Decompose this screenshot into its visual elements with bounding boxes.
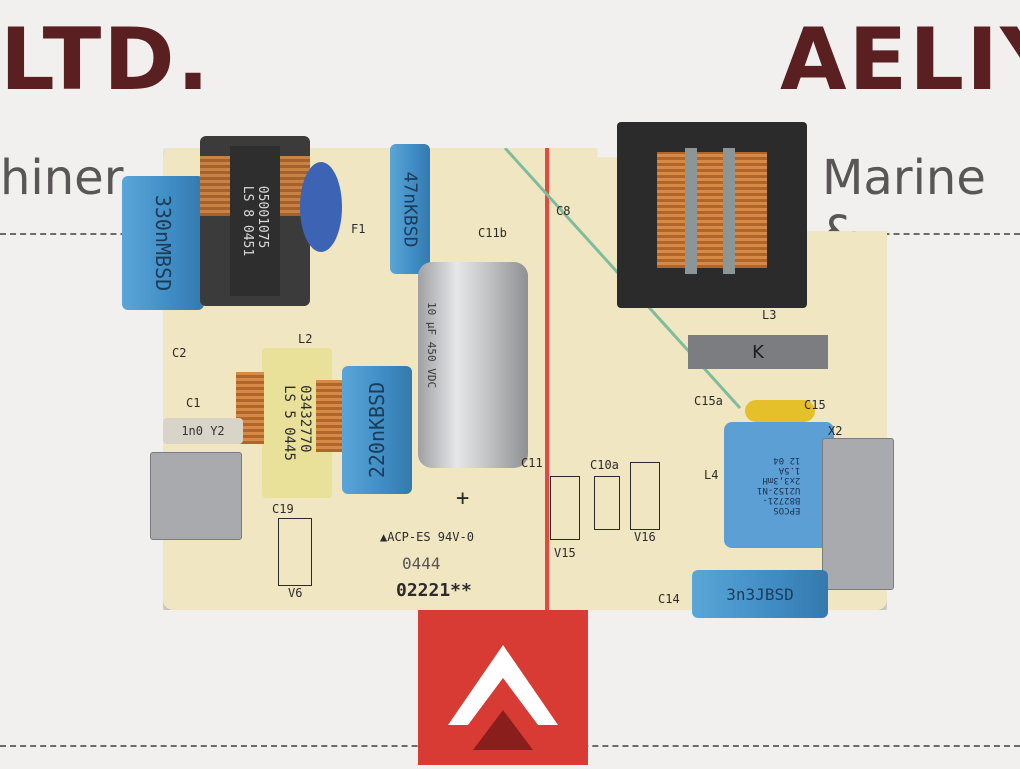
silk-c15a: C15a bbox=[694, 394, 723, 408]
silk-c2: C2 bbox=[172, 346, 187, 360]
red-divider-line bbox=[545, 148, 549, 610]
silk-c8: C8 bbox=[556, 204, 571, 218]
choke-mid-label: 03432770 LS 5 0445 bbox=[281, 385, 314, 461]
silk-c10a: C10a bbox=[590, 458, 619, 472]
footprint-v15 bbox=[550, 476, 580, 540]
silk-v16: V16 bbox=[634, 530, 656, 544]
terminal-block-left[interactable] bbox=[150, 452, 242, 540]
silk-c11b: C11b bbox=[478, 226, 507, 240]
silk-l3: L3 bbox=[762, 308, 777, 322]
silk-l2: L2 bbox=[298, 332, 313, 346]
capacitor-330n-label: 330nMBSD bbox=[151, 194, 176, 292]
silk-l4: L4 bbox=[704, 468, 719, 482]
silk-x2: X2 bbox=[828, 424, 843, 438]
silk-f1: F1 bbox=[351, 222, 366, 236]
silk-c15: C15 bbox=[804, 398, 826, 412]
footprint-v16 bbox=[630, 462, 660, 530]
silk-v15: V15 bbox=[554, 546, 576, 560]
silk-c11: C11 bbox=[521, 456, 543, 470]
brand-text-left: LTD. bbox=[0, 10, 212, 110]
logo-tile bbox=[418, 600, 588, 765]
coil-right bbox=[316, 380, 344, 452]
capacitor-220n: 220nKBSD bbox=[342, 366, 412, 494]
capacitor-330n: 330nMBSD bbox=[122, 176, 204, 310]
k-block: K bbox=[688, 335, 828, 369]
manufacturer-mark: ▲ACP-ES 94V-0 bbox=[380, 530, 474, 544]
board-number: 02221** bbox=[396, 580, 472, 601]
capacitor-3n3: 3n3JBSD bbox=[692, 570, 828, 618]
silk-c1: C1 bbox=[186, 396, 201, 410]
tagline-left: hiner bbox=[0, 150, 124, 206]
silk-v6: V6 bbox=[288, 586, 303, 600]
transformer-l3 bbox=[617, 122, 807, 308]
silk-c19: C19 bbox=[272, 502, 294, 516]
footprint-c10a bbox=[594, 476, 620, 530]
handwritten-code: 0444 bbox=[402, 554, 441, 573]
elcap-label: 10 µF 450 VDC bbox=[425, 302, 438, 389]
electrolytic-capacitor: 10 µF 450 VDC bbox=[418, 262, 528, 468]
epcos-label: EPCOS B82721- U2152-N1 2x3,3mH 1.5A 12 0… bbox=[757, 455, 801, 515]
capacitor-3n3-label: 3n3JBSD bbox=[726, 584, 794, 604]
y2-capacitor: 1n0 Y2 bbox=[163, 418, 243, 444]
y2-capacitor-label: 1n0 Y2 bbox=[181, 424, 225, 438]
brand-text-right: AELIY bbox=[780, 10, 1020, 110]
silk-c14: C14 bbox=[658, 592, 680, 606]
yellow-capacitor bbox=[745, 400, 815, 422]
footprint-v6 bbox=[278, 518, 312, 586]
capacitor-47n-label: 47nKBSD bbox=[399, 171, 421, 247]
epcos-choke: EPCOS B82721- U2152-N1 2x3,3mH 1.5A 12 0… bbox=[724, 422, 834, 548]
choke-top: 05001075 LS 8 0451 bbox=[200, 136, 310, 306]
silk-plus: + bbox=[456, 486, 470, 511]
varistor-disc bbox=[300, 162, 342, 252]
capacitor-220n-label: 220nKBSD bbox=[365, 381, 390, 479]
house-logo-icon bbox=[448, 645, 558, 750]
terminal-block-right[interactable] bbox=[822, 438, 894, 590]
k-block-label: K bbox=[752, 341, 764, 363]
capacitor-47n: 47nKBSD bbox=[390, 144, 430, 274]
choke-top-label: 05001075 LS 8 0451 bbox=[240, 185, 271, 257]
